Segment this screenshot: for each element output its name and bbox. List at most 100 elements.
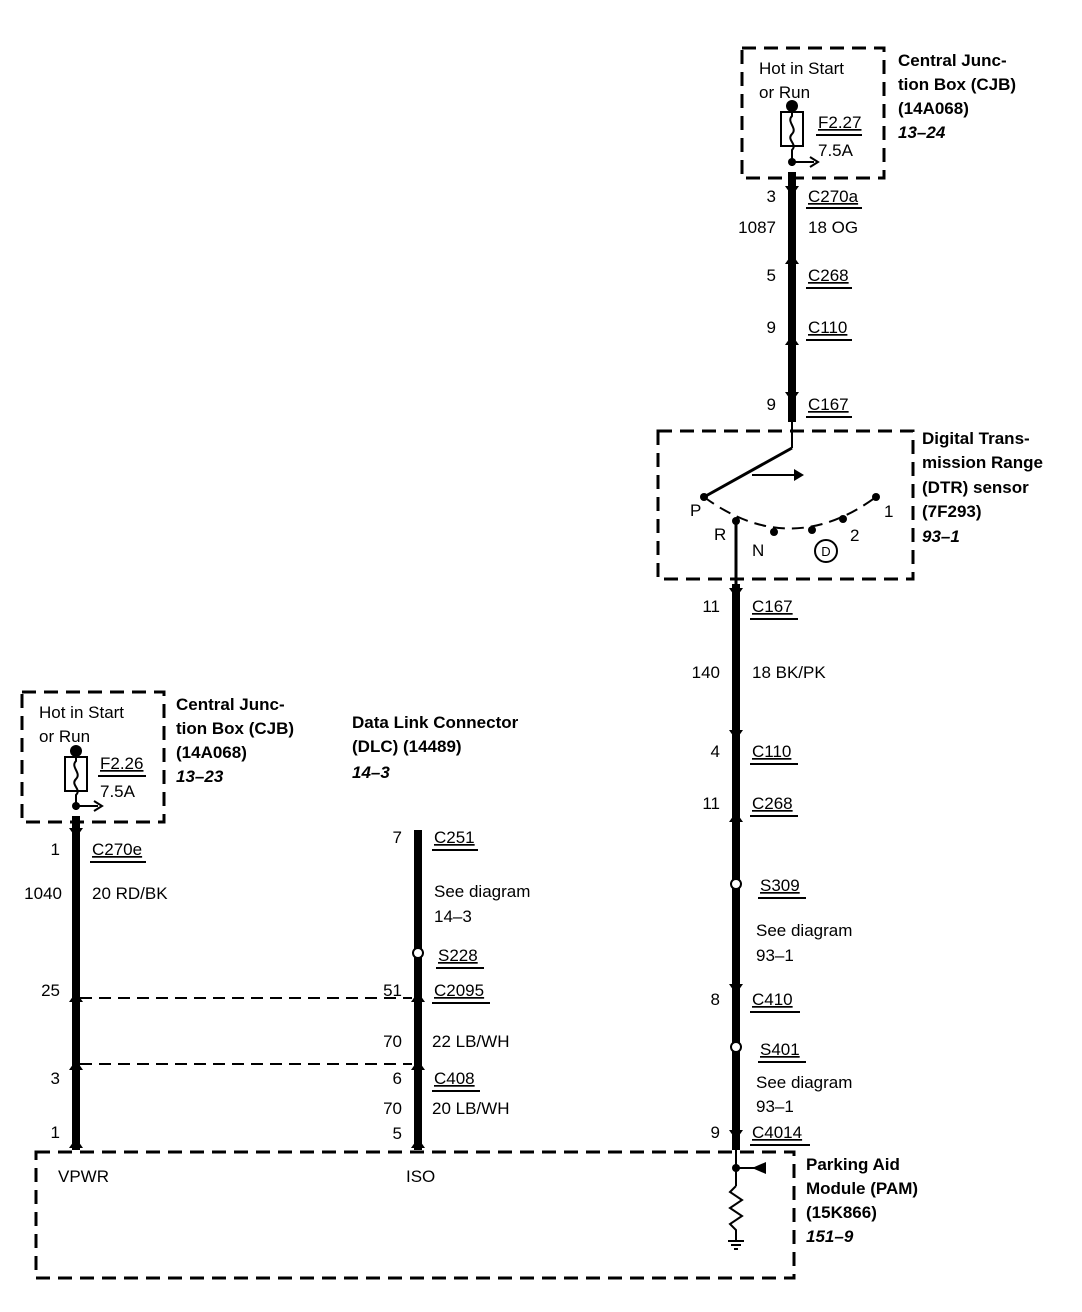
connector-label: C2095 bbox=[434, 981, 484, 1000]
wire-gauge-color: 18 BK/PK bbox=[752, 663, 826, 682]
svg-text:Central Junc-: Central Junc- bbox=[176, 695, 285, 714]
input-arrow-icon bbox=[752, 1162, 766, 1174]
pam-box: VPWR ISO bbox=[34, 1150, 796, 1280]
pin-label: 9 bbox=[711, 1123, 720, 1142]
pin-label: 3 bbox=[767, 187, 776, 206]
pin-label: 6 bbox=[393, 1069, 402, 1088]
cjb-left-hot-line2: or Run bbox=[39, 727, 90, 746]
cjb-left-hot-line1: Hot in Start bbox=[39, 703, 124, 722]
pin-label: 5 bbox=[393, 1124, 402, 1143]
cjb-top-box: Hot in Start or Run F2.27 7.5A bbox=[740, 46, 886, 180]
wire-gauge-color: 20 LB/WH bbox=[432, 1099, 509, 1118]
pin-label: 9 bbox=[767, 395, 776, 414]
svg-text:tion Box (CJB): tion Box (CJB) bbox=[898, 75, 1016, 94]
dtr-title: Digital Trans- mission Range (DTR) senso… bbox=[922, 429, 1043, 546]
circuit-number: 1087 bbox=[738, 218, 776, 237]
svg-text:Data Link Connector: Data Link Connector bbox=[352, 713, 519, 732]
cjb-top-amps: 7.5A bbox=[818, 141, 854, 160]
circuit-number: 70 bbox=[383, 1099, 402, 1118]
connector-marks-right-lower bbox=[729, 588, 743, 1140]
fuse-element-icon bbox=[73, 751, 79, 810]
see-diagram-note: See diagram bbox=[756, 1073, 852, 1092]
wire-gauge-color: 20 RD/BK bbox=[92, 884, 168, 903]
position-r: R bbox=[714, 525, 726, 544]
fuse-element-icon bbox=[789, 106, 795, 166]
pin-label: 5 bbox=[767, 266, 776, 285]
splice-label: S401 bbox=[760, 1040, 800, 1059]
connector-label: C268 bbox=[808, 266, 849, 285]
connector-label: C110 bbox=[808, 318, 847, 337]
wire-gauge-color: 18 OG bbox=[808, 218, 858, 237]
pin-label: 51 bbox=[383, 981, 402, 1000]
pin-label: 11 bbox=[702, 597, 720, 616]
connector-label: C268 bbox=[752, 794, 793, 813]
cjb-top-ref: 13–24 bbox=[898, 123, 946, 142]
see-diagram-ref: 93–1 bbox=[756, 946, 794, 965]
connector-marks-mid bbox=[411, 947, 425, 1148]
wire-gauge-color: 22 LB/WH bbox=[432, 1032, 509, 1051]
position-d: D bbox=[821, 544, 830, 559]
connector-label: C410 bbox=[752, 990, 793, 1009]
svg-text:Digital Trans-: Digital Trans- bbox=[922, 429, 1030, 448]
see-diagram-note: See diagram bbox=[434, 882, 530, 901]
resistor-icon bbox=[728, 1185, 744, 1240]
connector-label: C167 bbox=[808, 395, 849, 414]
svg-text:(DTR) sensor: (DTR) sensor bbox=[922, 478, 1029, 497]
pin-label: 9 bbox=[767, 318, 776, 337]
dtr-sensor-box: P R N D 2 1 bbox=[656, 422, 915, 590]
position-2: 2 bbox=[850, 526, 859, 545]
connector-label: C251 bbox=[434, 828, 475, 847]
connector-label: C270e bbox=[92, 840, 142, 859]
cjb-top-hot-line2: or Run bbox=[759, 83, 810, 102]
see-diagram-ref: 14–3 bbox=[434, 907, 472, 926]
cjb-left-fuse: F2.26 bbox=[100, 754, 143, 773]
splice-label: S228 bbox=[438, 946, 478, 965]
position-p: P bbox=[690, 501, 701, 520]
pin-label: 7 bbox=[393, 828, 402, 847]
svg-text:(15K866): (15K866) bbox=[806, 1203, 877, 1222]
pin-label: 1 bbox=[51, 1123, 60, 1142]
cjb-top-title: Central Junc- tion Box (CJB) (14A068) 13… bbox=[898, 51, 1016, 142]
cjb-top-hot-line1: Hot in Start bbox=[759, 59, 844, 78]
connector-marks-left bbox=[69, 828, 83, 1148]
svg-text:(7F293): (7F293) bbox=[922, 502, 982, 521]
svg-text:mission Range: mission Range bbox=[922, 453, 1043, 472]
dtr-ref: 93–1 bbox=[922, 527, 960, 546]
cjb-left-amps: 7.5A bbox=[100, 782, 136, 801]
connector-label: C270a bbox=[808, 187, 859, 206]
svg-text:Module (PAM): Module (PAM) bbox=[806, 1179, 918, 1198]
connector-label: C110 bbox=[752, 742, 791, 761]
pin-label: 1 bbox=[51, 840, 60, 859]
pin-label: 4 bbox=[711, 742, 720, 761]
svg-text:Central Junc-: Central Junc- bbox=[898, 51, 1007, 70]
svg-text:Parking Aid: Parking Aid bbox=[806, 1155, 900, 1174]
connector-label: C408 bbox=[434, 1069, 475, 1088]
pin-label: 3 bbox=[51, 1069, 60, 1088]
pin-label: 11 bbox=[702, 794, 720, 813]
pin-label: 25 bbox=[41, 981, 60, 1000]
connector-label: C4014 bbox=[752, 1123, 802, 1142]
svg-text:(DLC) (14489): (DLC) (14489) bbox=[352, 737, 462, 756]
connector-marks-right-upper bbox=[785, 186, 799, 402]
svg-text:(14A068): (14A068) bbox=[176, 743, 247, 762]
position-1: 1 bbox=[884, 502, 893, 521]
splice-label: S309 bbox=[760, 876, 800, 895]
pam-ref: 151–9 bbox=[806, 1227, 854, 1246]
cjb-top-fuse: F2.27 bbox=[818, 113, 861, 132]
pin-vpwr: VPWR bbox=[58, 1167, 109, 1186]
dlc-title: Data Link Connector (DLC) (14489) 14–3 bbox=[352, 713, 519, 782]
connector-label: C167 bbox=[752, 597, 793, 616]
see-diagram-ref: 93–1 bbox=[756, 1097, 794, 1116]
dlc-ref: 14–3 bbox=[352, 763, 390, 782]
svg-text:tion Box (CJB): tion Box (CJB) bbox=[176, 719, 294, 738]
pam-title: Parking Aid Module (PAM) (15K866) 151–9 bbox=[806, 1155, 918, 1246]
pin-label: 8 bbox=[711, 990, 720, 1009]
circuit-number: 1040 bbox=[24, 884, 62, 903]
cjb-left-ref: 13–23 bbox=[176, 767, 224, 786]
position-n: N bbox=[752, 541, 764, 560]
pin-iso: ISO bbox=[406, 1167, 435, 1186]
see-diagram-note: See diagram bbox=[756, 921, 852, 940]
drive-position-icon bbox=[814, 539, 838, 563]
cjb-left-title: Central Junc- tion Box (CJB) (14A068) 13… bbox=[176, 695, 294, 786]
